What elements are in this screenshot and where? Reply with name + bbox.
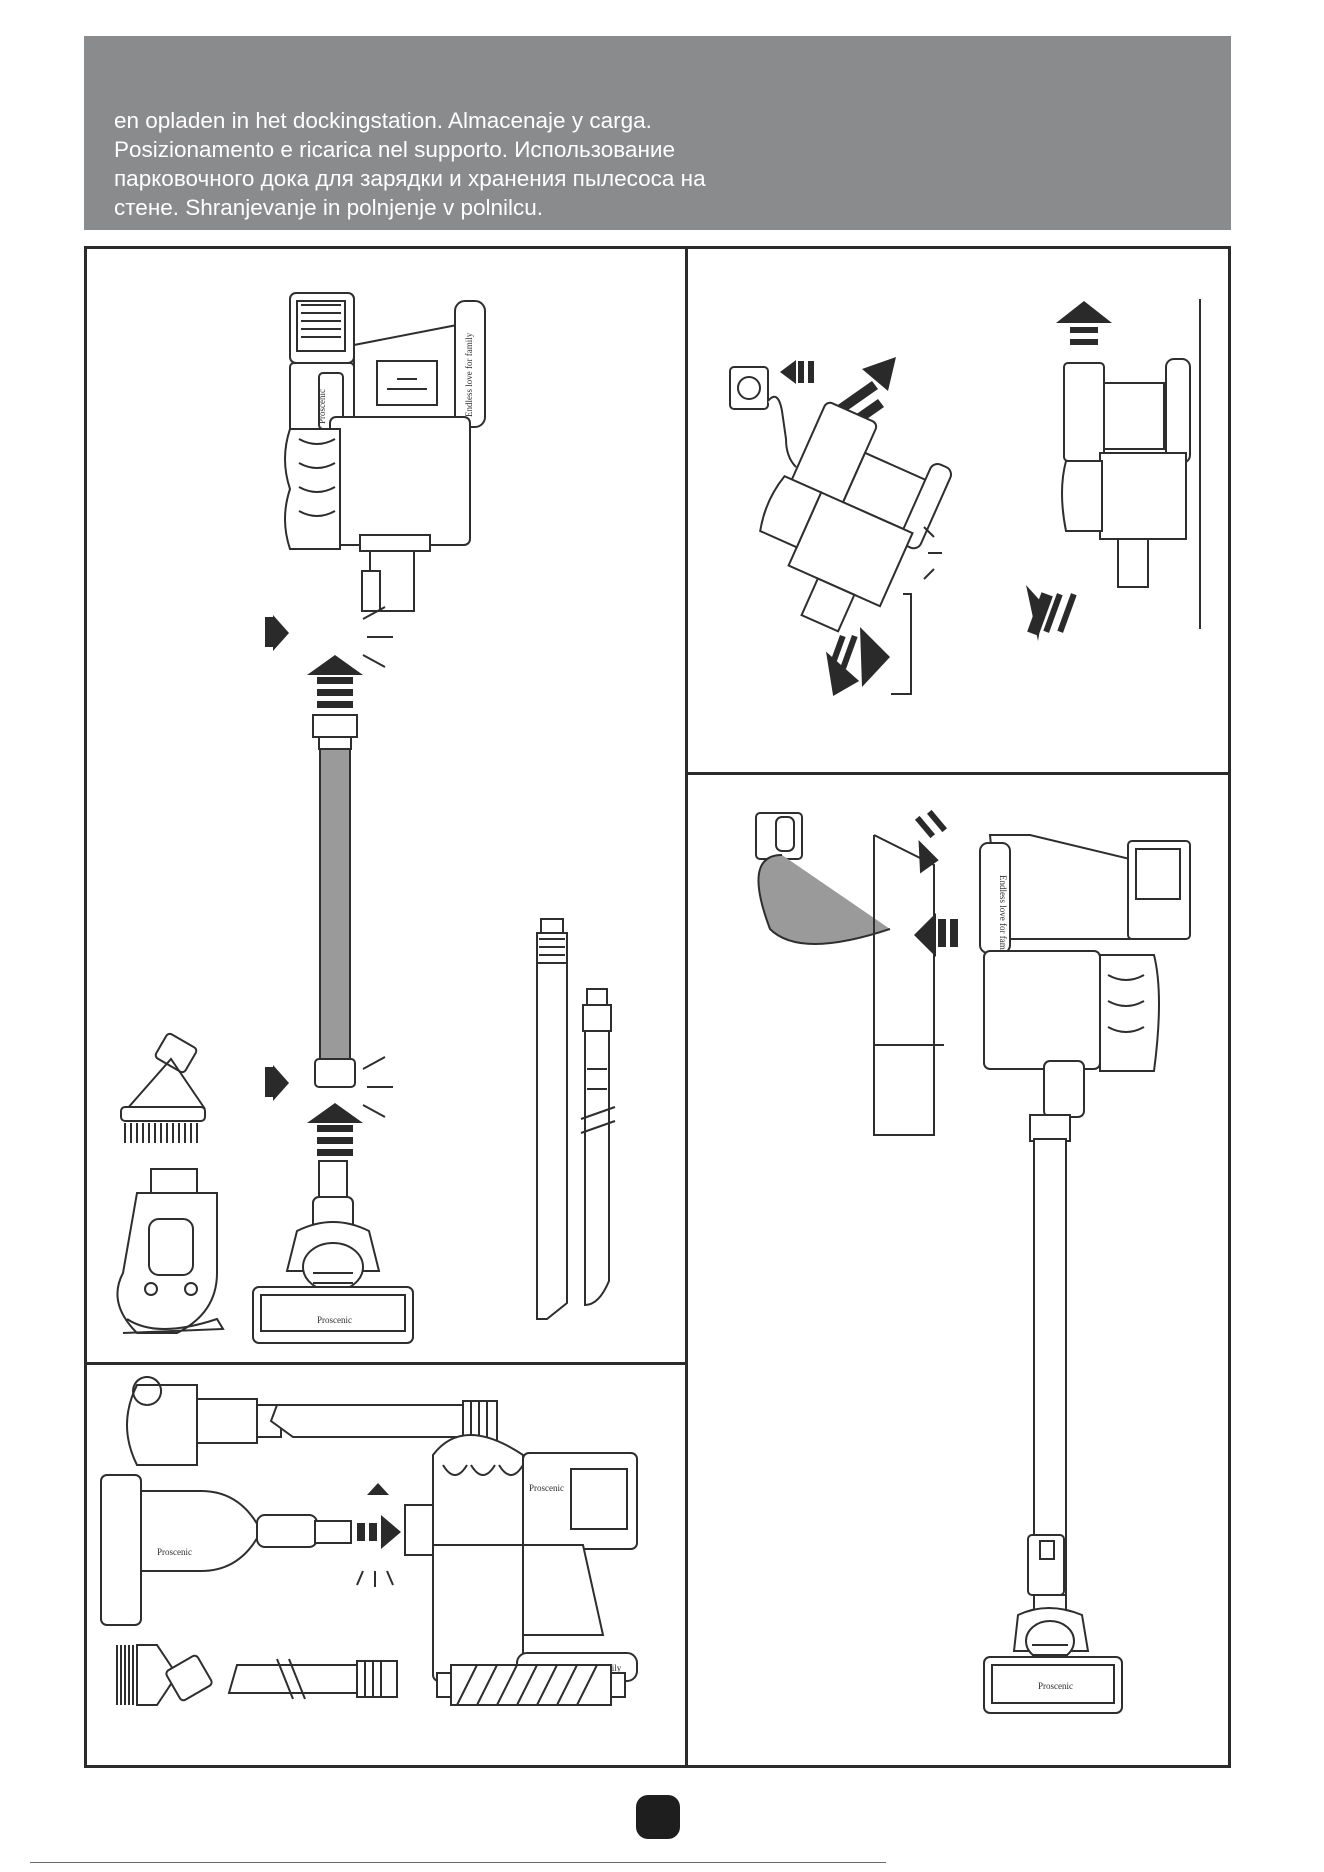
up-arrow-icon-lower <box>307 1103 363 1156</box>
footer-rule <box>30 1862 886 1863</box>
down-left-arrow-icon <box>1026 585 1077 641</box>
motion-arrow-upper <box>265 606 393 668</box>
brush-tool-horizontal <box>116 1644 213 1706</box>
wall-socket-icon <box>729 360 814 468</box>
instruction-frame <box>84 246 1231 1768</box>
right-horizontal-divider <box>685 772 1231 775</box>
extension-tube <box>312 714 358 1088</box>
arrow-left-icon <box>914 809 958 957</box>
tool-compatibility-illustration: Proscenic Proscenic Endless love for fam… <box>100 1376 638 1706</box>
arrow-right-icon <box>356 1483 401 1587</box>
handheld-vacuum-vertical: Proscenic Endless love for family <box>284 292 486 612</box>
two-in-one-tool <box>580 988 616 1307</box>
handheld-vacuum-tilted <box>759 401 952 633</box>
header-line-3: парковочного дока для зарядки и хранения… <box>114 166 706 191</box>
charging-socket-icon <box>755 812 891 945</box>
motion-arrow-lower <box>265 1056 393 1118</box>
vacuum-on-dock: Endless love for family <box>979 834 1191 1142</box>
floor-brush-head: Proscenic <box>252 1160 414 1344</box>
floor-head-charging: Proscenic <box>983 1594 1123 1714</box>
mini-tool-horizontal <box>126 1376 282 1466</box>
assembly-illustration: Proscenic Endless love for family <box>116 292 616 1344</box>
vertical-divider <box>685 246 688 1768</box>
page-marker <box>636 1795 680 1839</box>
dusting-brush-attachment <box>120 1032 206 1143</box>
brand-label-floor: Proscenic <box>317 1315 352 1325</box>
two-in-one-horizontal <box>227 1658 398 1700</box>
up-arrow-icon <box>307 655 363 708</box>
brand-label-1: Proscenic <box>317 389 327 424</box>
brand-label-2: Proscenic <box>157 1547 192 1557</box>
crevice-tool <box>536 918 568 1320</box>
docked-vacuum <box>1056 299 1201 629</box>
brand-label-4: Proscenic <box>1038 1681 1073 1691</box>
charging-illustration: Endless love for family Proscenic <box>755 809 1191 1714</box>
dock-bracket <box>873 834 944 1136</box>
wall-mount-illustration <box>729 299 1201 697</box>
header-band: en opladen in het dockingstation. Almace… <box>84 36 1231 230</box>
header-text: en opladen in het dockingstation. Almace… <box>114 106 1014 222</box>
header-line-4: стене. Shranjevanje in polnjenje v polni… <box>114 195 543 220</box>
charging-tube <box>1027 1138 1067 1660</box>
header-line-2: Posizionamento e ricarica nel supporto. … <box>114 137 675 162</box>
wall-bracket <box>891 526 942 695</box>
crevice-tool-horizontal <box>269 1400 498 1442</box>
mini-motorized-tool <box>116 1168 225 1334</box>
floor-head-horizontal: Proscenic <box>100 1474 352 1626</box>
down-right-arrow-icon <box>826 627 890 697</box>
header-line-1: en opladen in het dockingstation. Almace… <box>114 108 652 133</box>
left-horizontal-divider <box>84 1362 687 1365</box>
roller-brush <box>436 1664 626 1706</box>
brand-label-3: Proscenic <box>529 1483 564 1493</box>
slogan-label-1: Endless love for family <box>464 332 474 417</box>
slogan-label-3: Endless love for family <box>998 875 1008 960</box>
handheld-vacuum-horizontal: Proscenic Endless love for family <box>404 1434 638 1682</box>
